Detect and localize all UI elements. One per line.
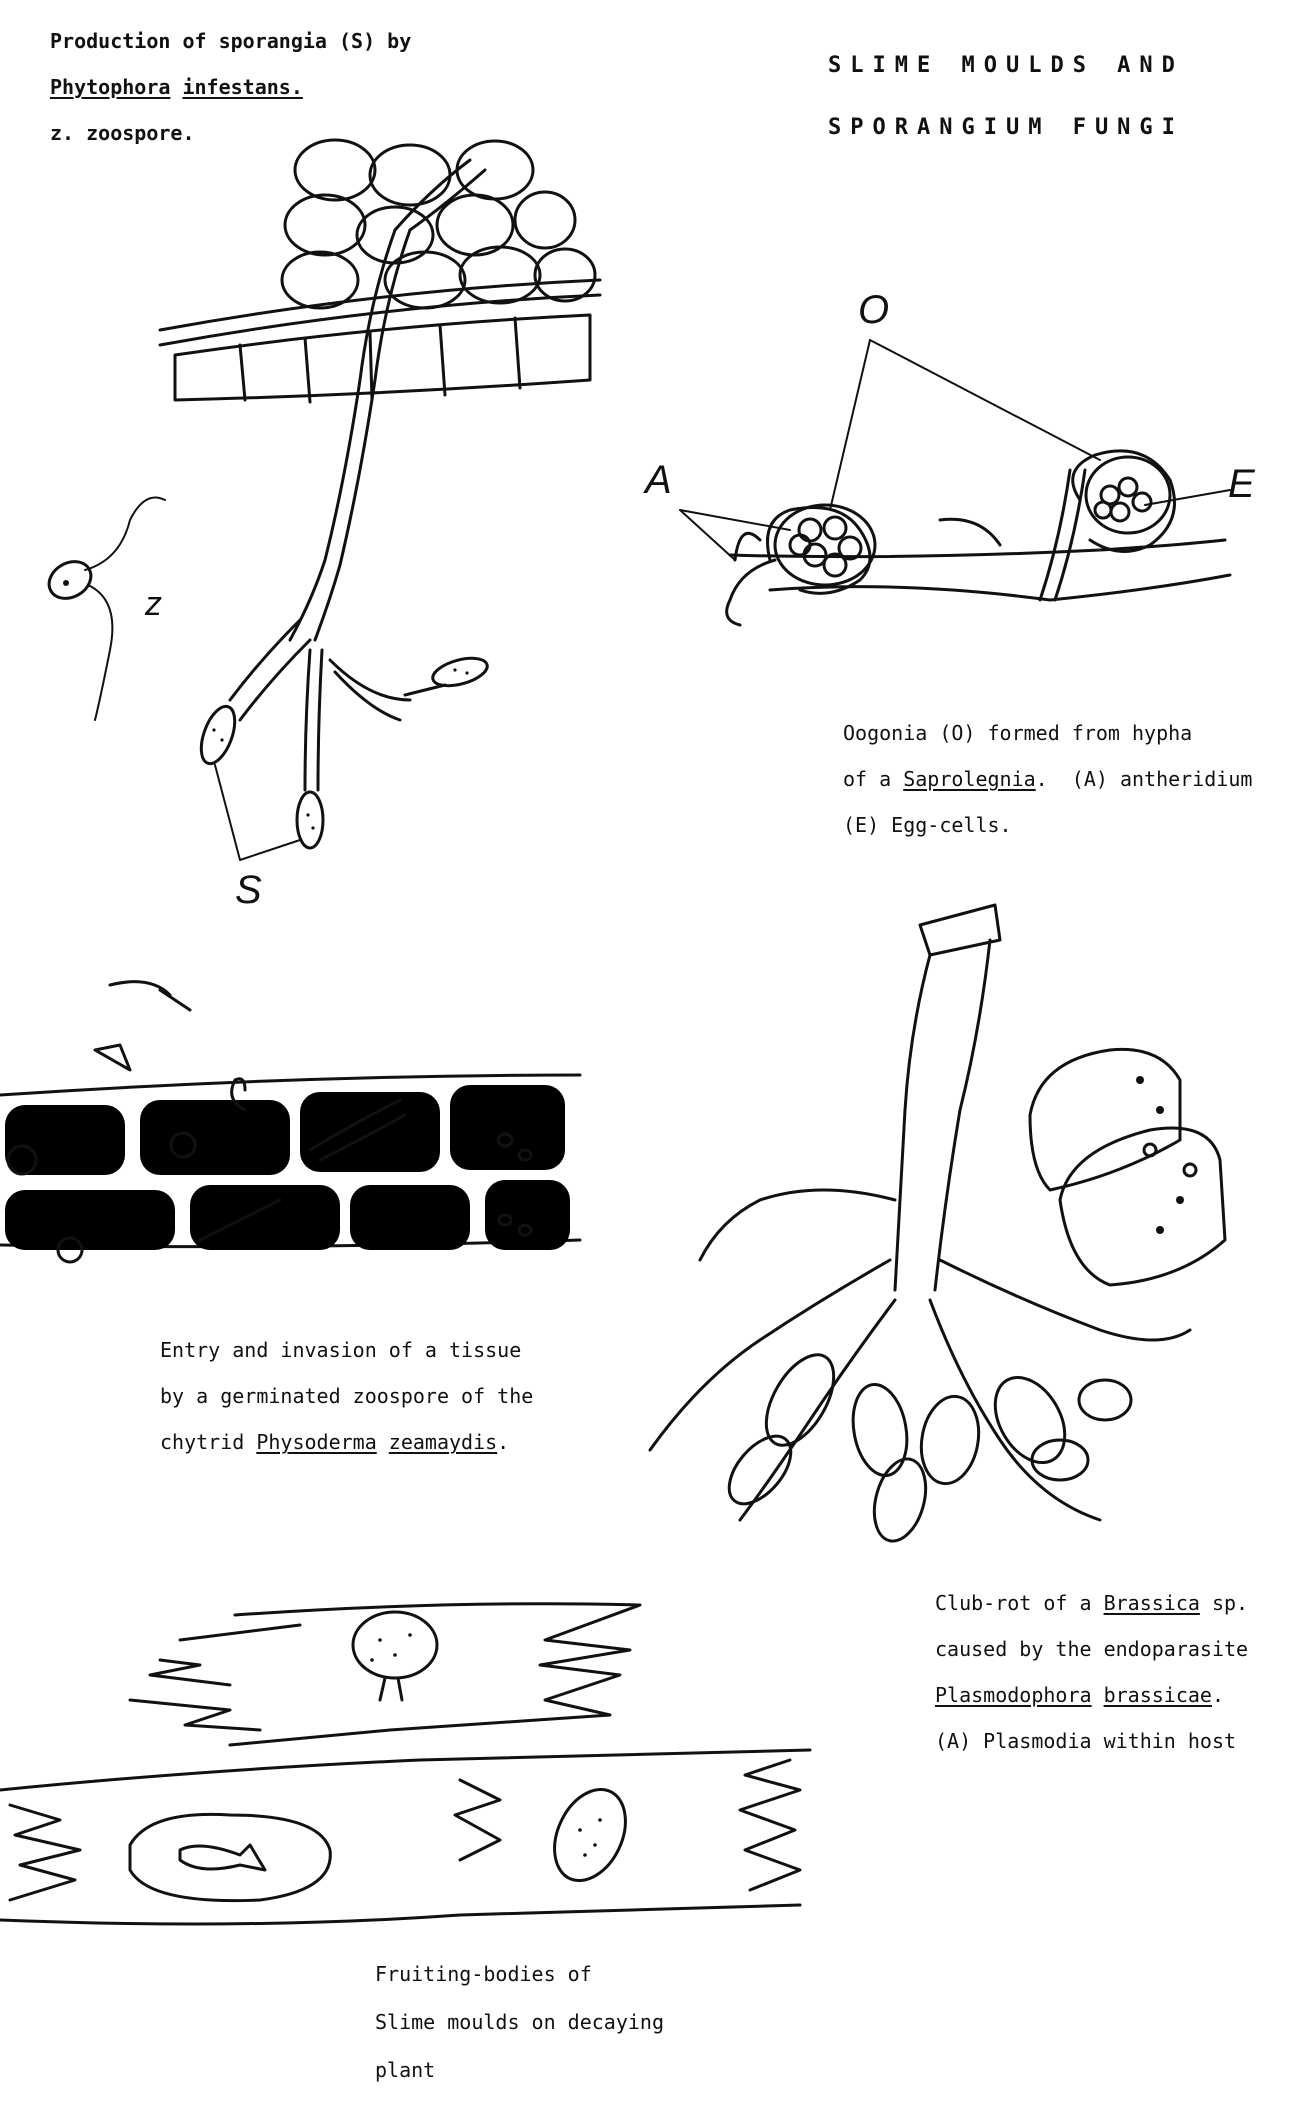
caption-slime-line-3: plant <box>375 2058 436 2082</box>
genus-saprolegnia: Saprolegnia <box>903 767 1036 791</box>
genus-plasmodophora: Plasmodophora <box>935 1683 1092 1707</box>
species-brassicae: brassicae <box>1103 1683 1212 1707</box>
label-a: A <box>645 458 672 502</box>
caption-phytophora-line-1: Production of sporangia (S) by <box>50 29 412 53</box>
title-line-2: SPORANGIUM FUNGI <box>828 115 1184 140</box>
caption-phytophora: Production of sporangia (S) by Phytophor… <box>50 18 411 156</box>
caption-phytophora-line-3: z. zoospore. <box>50 121 195 145</box>
species-infestans: infestans. <box>182 75 303 99</box>
caption-slime: Fruiting-bodies of Slime moulds on decay… <box>375 1950 664 2094</box>
saprolegnia-drawing <box>679 339 1232 627</box>
title-line-1: SLIME MOULDS AND <box>828 53 1184 78</box>
caption-brassica-line-2: caused by the endoparasite <box>935 1637 1249 1661</box>
label-o: O <box>858 288 890 332</box>
caption-saprolegnia: Oogonia (O) formed from hypha of a Sapro… <box>843 710 1252 848</box>
page-title: SLIME MOULDS AND SPORANGIUM FUNGI <box>828 35 1184 159</box>
caption-physoderma-line-1: Entry and invasion of a tissue <box>160 1338 522 1362</box>
caption-saprolegnia-line-1: Oogonia (O) formed from hypha <box>843 721 1193 745</box>
species-zeamaydis: zeamaydis <box>388 1430 498 1454</box>
genus-brassica: Brassica <box>1103 1591 1200 1615</box>
label-z: z <box>145 585 162 623</box>
physoderma-drawing <box>0 980 582 1264</box>
caption-slime-line-1: Fruiting-bodies of <box>375 1962 592 1986</box>
label-e: E <box>1228 462 1255 506</box>
caption-saprolegnia-line-3: (E) Egg-cells. <box>843 813 1012 837</box>
caption-physoderma-line-2: by a germinated zoospore of the <box>160 1384 534 1408</box>
brassica-drawing <box>648 903 1227 1543</box>
caption-physoderma: Entry and invasion of a tissue by a germ… <box>160 1327 533 1465</box>
label-s: S <box>235 868 262 912</box>
caption-slime-line-2: Slime moulds on decaying <box>375 2010 664 2034</box>
genus-phytophora: Phytophora <box>50 75 171 99</box>
caption-brassica: Club-rot of a Brassica sp. caused by the… <box>935 1580 1248 1764</box>
genus-physoderma: Physoderma <box>256 1430 377 1454</box>
caption-brassica-line-4: (A) Plasmodia within host <box>935 1729 1237 1753</box>
slime-drawing <box>0 1602 812 1926</box>
phytophora-drawing <box>47 138 602 861</box>
